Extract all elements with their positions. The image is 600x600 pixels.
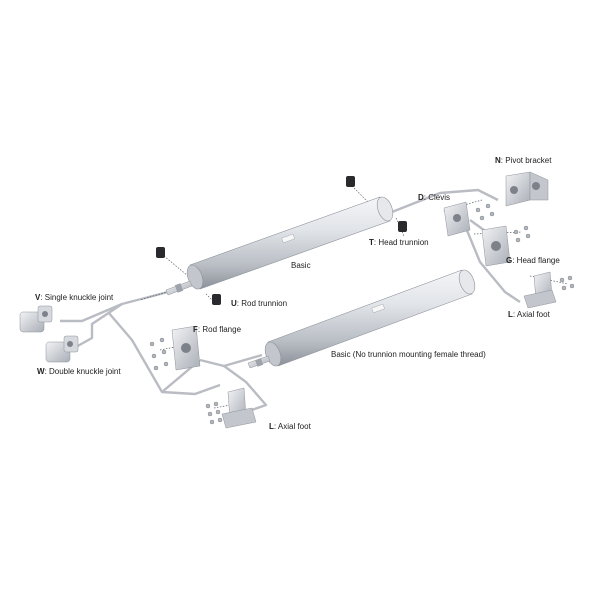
label-rod-trunnion: U: Rod trunnion [231, 299, 287, 309]
axial-foot-right-part [523, 271, 575, 309]
label-text: : Rod flange [197, 325, 242, 334]
label-code: G [506, 256, 513, 265]
label-text: : Single knuckle joint [40, 293, 114, 302]
trunnion-pin-rod-2 [212, 294, 221, 305]
label-text: : Axial foot [273, 422, 311, 431]
label-code: V [35, 293, 41, 302]
double-knuckle-part [45, 335, 79, 363]
label-clevis: D: Clevis [418, 193, 450, 203]
label-text: : Clevis [423, 193, 451, 202]
label-basic-top: Basic [291, 261, 311, 271]
label-pivot-bracket: N: Pivot bracket [495, 156, 551, 166]
connector-rod-knuckle [60, 290, 169, 323]
label-rod-flange: F: Rod flange [193, 325, 241, 335]
pivot-bracket-part [505, 171, 549, 207]
trunnion-pin-top-2 [398, 221, 407, 232]
label-text: : Rod trunnion [236, 299, 288, 308]
label-text: : Pivot bracket [500, 156, 552, 165]
label-code: L [508, 310, 513, 319]
connector-head-top [391, 188, 499, 214]
connector-knuckle-down [73, 303, 123, 350]
head-flange-part [481, 225, 531, 267]
clevis-part [443, 201, 495, 237]
label-text: : Head flange [512, 256, 560, 265]
axial-foot-bottom-part [205, 387, 257, 429]
label-axial-foot-bottom: L: Axial foot [269, 422, 311, 432]
cylinder-basic-bottom [247, 269, 476, 369]
label-text: Basic (No trunnion mounting female threa… [331, 350, 486, 359]
rod-flange-part [149, 325, 201, 371]
label-code: W [37, 367, 45, 376]
label-single-knuckle: V: Single knuckle joint [35, 293, 113, 303]
trunnion-pin-top-1 [346, 176, 355, 187]
label-head-flange: G: Head flange [506, 256, 560, 266]
label-code: T [369, 238, 374, 247]
label-code: U [231, 299, 237, 308]
cylinder-basic-top [165, 196, 394, 296]
single-knuckle-part [19, 305, 53, 333]
label-text: Basic [291, 261, 311, 270]
label-basic-bottom: Basic (No trunnion mounting female threa… [331, 350, 486, 360]
label-double-knuckle: W: Double knuckle joint [37, 367, 121, 377]
label-axial-foot-right: L: Axial foot [508, 310, 550, 320]
connector-rod-foot [223, 365, 268, 414]
label-text: : Head trunnion [373, 238, 429, 247]
label-code: L [269, 422, 274, 431]
label-head-trunnion: T: Head trunnion [369, 238, 429, 248]
trunnion-pin-rod-1 [156, 247, 165, 258]
label-text: : Double knuckle joint [44, 367, 121, 376]
label-code: D [418, 193, 424, 202]
trunnion-pins [156, 176, 407, 305]
label-code: N [495, 156, 501, 165]
label-text: : Axial foot [512, 310, 550, 319]
label-code: F [193, 325, 198, 334]
